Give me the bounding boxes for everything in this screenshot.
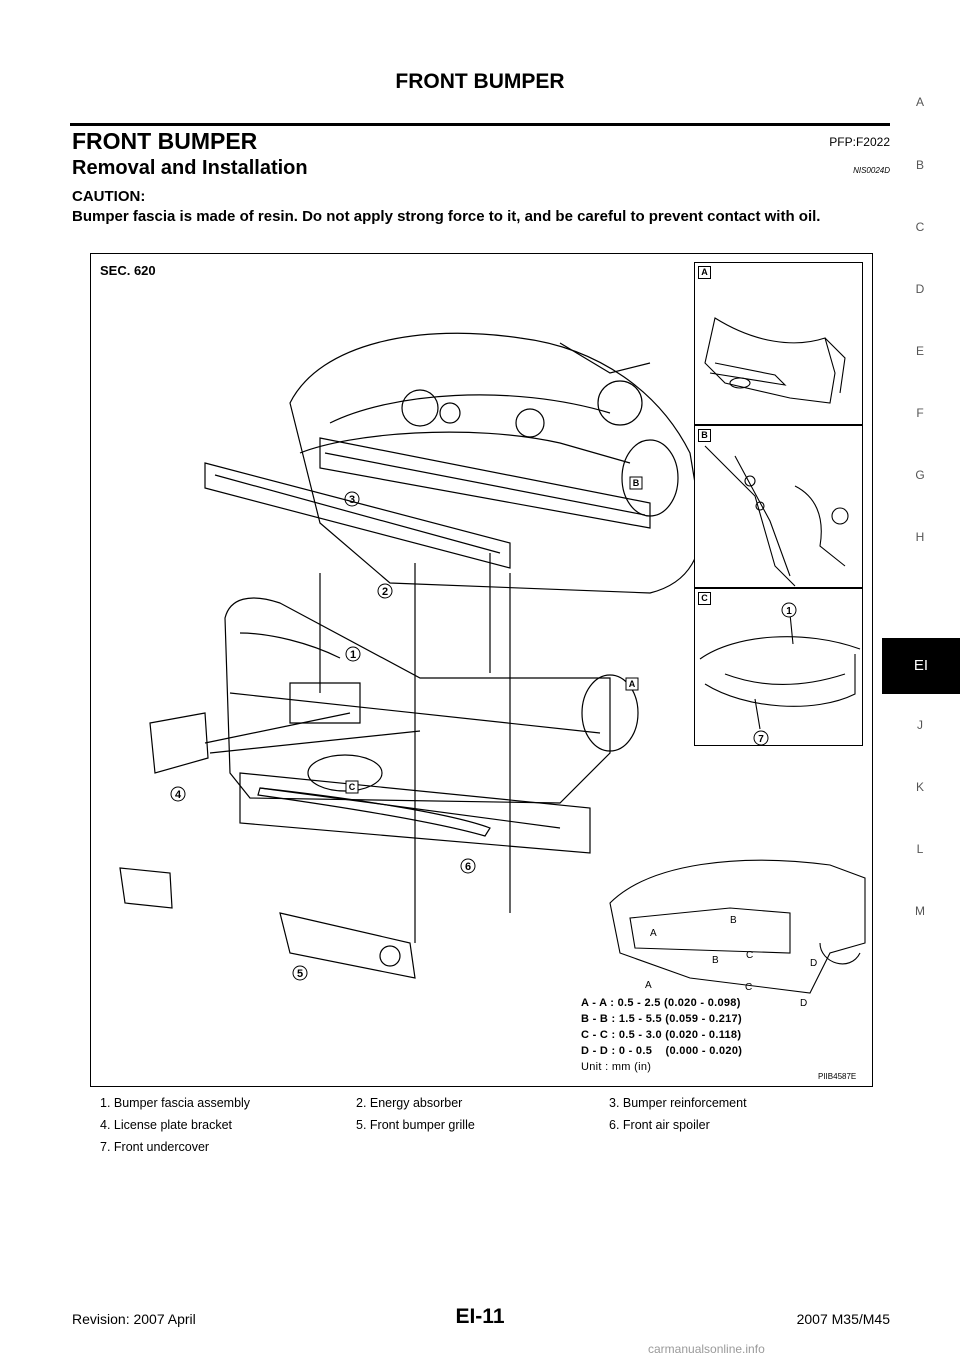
side-tab-b[interactable]: B xyxy=(915,158,924,172)
side-tab-k[interactable]: K xyxy=(915,780,924,794)
dimension-c: C - C : 0.5 - 3.0 (0.020 - 0.118) xyxy=(581,1029,742,1041)
callout-1-label: 1 xyxy=(350,649,356,661)
callout-6-label: 6 xyxy=(465,861,471,873)
view-tag-c: C xyxy=(349,782,356,792)
inset-a: A xyxy=(694,262,863,425)
side-tab-l[interactable]: L xyxy=(916,842,924,856)
dimension-a: A - A : 0.5 - 2.5 (0.020 - 0.098) xyxy=(581,997,741,1009)
legend-item-5: 5. Front bumper grille xyxy=(356,1118,475,1132)
dimension-b: B - B : 1.5 - 5.5 (0.059 - 0.217) xyxy=(581,1013,742,1025)
legend-item-7: 7. Front undercover xyxy=(100,1140,210,1154)
header-rule xyxy=(70,123,890,126)
side-tab-f[interactable]: F xyxy=(916,406,924,420)
side-tab-j[interactable]: J xyxy=(917,718,923,732)
side-tab-ei-active[interactable]: EI xyxy=(882,638,960,694)
section-code: PFP:F2022 xyxy=(829,135,890,149)
callout-5-label: 5 xyxy=(297,968,303,980)
clearance-view-illustration xyxy=(609,859,866,994)
callout-6 xyxy=(460,858,476,874)
dimension-unit: Unit : mm (in) xyxy=(581,1061,652,1073)
clearance-d1: D xyxy=(810,958,817,969)
footer-revision: Revision: 2007 April xyxy=(72,1311,196,1327)
callout-1 xyxy=(345,646,361,662)
clearance-b2: B xyxy=(712,955,719,966)
section-title: FRONT BUMPER xyxy=(72,128,258,154)
side-tab-g[interactable]: G xyxy=(915,468,925,482)
callout-3-label: 3 xyxy=(349,494,355,506)
subsection-title: Removal and Installation xyxy=(72,157,308,179)
side-tab-c[interactable]: C xyxy=(915,220,925,234)
page-header: FRONT BUMPER xyxy=(395,70,565,93)
watermark[interactable]: carmanualsonline.info xyxy=(648,1342,765,1356)
inset-c-tag: C xyxy=(698,592,711,605)
inset-c-drawing: 1 7 xyxy=(699,602,861,746)
clearance-letters: A A B B C C D D xyxy=(645,915,817,1009)
caution-label: CAUTION: xyxy=(72,188,146,205)
side-tab-m[interactable]: M xyxy=(915,904,925,918)
clearance-a2: A xyxy=(645,980,652,991)
inset-b-tag: B xyxy=(698,429,711,442)
inset-c: C 1 7 xyxy=(694,588,863,746)
side-tab-a[interactable]: A xyxy=(915,95,924,109)
subsection-code: NIS0024D xyxy=(853,166,890,175)
legend-item-3: 3. Bumper reinforcement xyxy=(609,1096,747,1110)
inset-a-tag: A xyxy=(698,266,711,279)
inset-callout-7-label: 7 xyxy=(758,734,764,745)
footer-model: 2007 M35/M45 xyxy=(796,1311,890,1327)
side-tab-h[interactable]: H xyxy=(915,530,925,544)
side-tab-e[interactable]: E xyxy=(915,344,924,358)
exploded-view-figure xyxy=(90,253,873,1087)
section-number-label: SEC. 620 xyxy=(100,263,156,278)
legend-item-2: 2. Energy absorber xyxy=(356,1096,463,1110)
view-tag-a: A xyxy=(629,679,636,689)
dimension-d: D - D : 0 - 0.5 (0.000 - 0.020) xyxy=(581,1045,743,1057)
callout-4-label: 4 xyxy=(175,789,182,801)
inset-b: B xyxy=(694,425,863,588)
clearance-a1: A xyxy=(650,928,657,939)
legend-item-1: 1. Bumper fascia assembly xyxy=(100,1096,251,1110)
inset-a-drawing xyxy=(704,317,846,404)
caution-text: Bumper fascia is made of resin. Do not a… xyxy=(72,208,821,225)
legend-item-6: 6. Front air spoiler xyxy=(609,1118,710,1132)
callout-4 xyxy=(170,786,186,802)
inset-b-drawing xyxy=(704,445,849,587)
callout-2-label: 2 xyxy=(382,586,388,598)
bumper-exploded-drawing: 3 2 1 4 6 5 B A C A A B B C C D D xyxy=(119,332,866,1009)
footer-page-number: EI-11 xyxy=(455,1305,505,1328)
inset-callout-1-label: 1 xyxy=(786,606,792,617)
view-tags: B A C xyxy=(345,476,643,794)
legend-item-4: 4. License plate bracket xyxy=(100,1118,233,1132)
clearance-c1: C xyxy=(746,950,753,961)
figure-code: PIIB4587E xyxy=(818,1072,857,1081)
inset-callout-1 xyxy=(781,602,797,618)
callout-numbers: 3 2 1 4 6 5 xyxy=(170,491,476,981)
view-tag-b: B xyxy=(633,478,640,488)
vehicle-body-illustration xyxy=(119,332,702,979)
callout-3 xyxy=(344,491,360,507)
side-tab-d[interactable]: D xyxy=(915,282,925,296)
callout-2 xyxy=(377,583,393,599)
callout-5 xyxy=(292,965,308,981)
clearance-b1: B xyxy=(730,915,737,926)
clearance-d2: D xyxy=(800,998,807,1009)
clearance-c2: C xyxy=(745,982,752,993)
